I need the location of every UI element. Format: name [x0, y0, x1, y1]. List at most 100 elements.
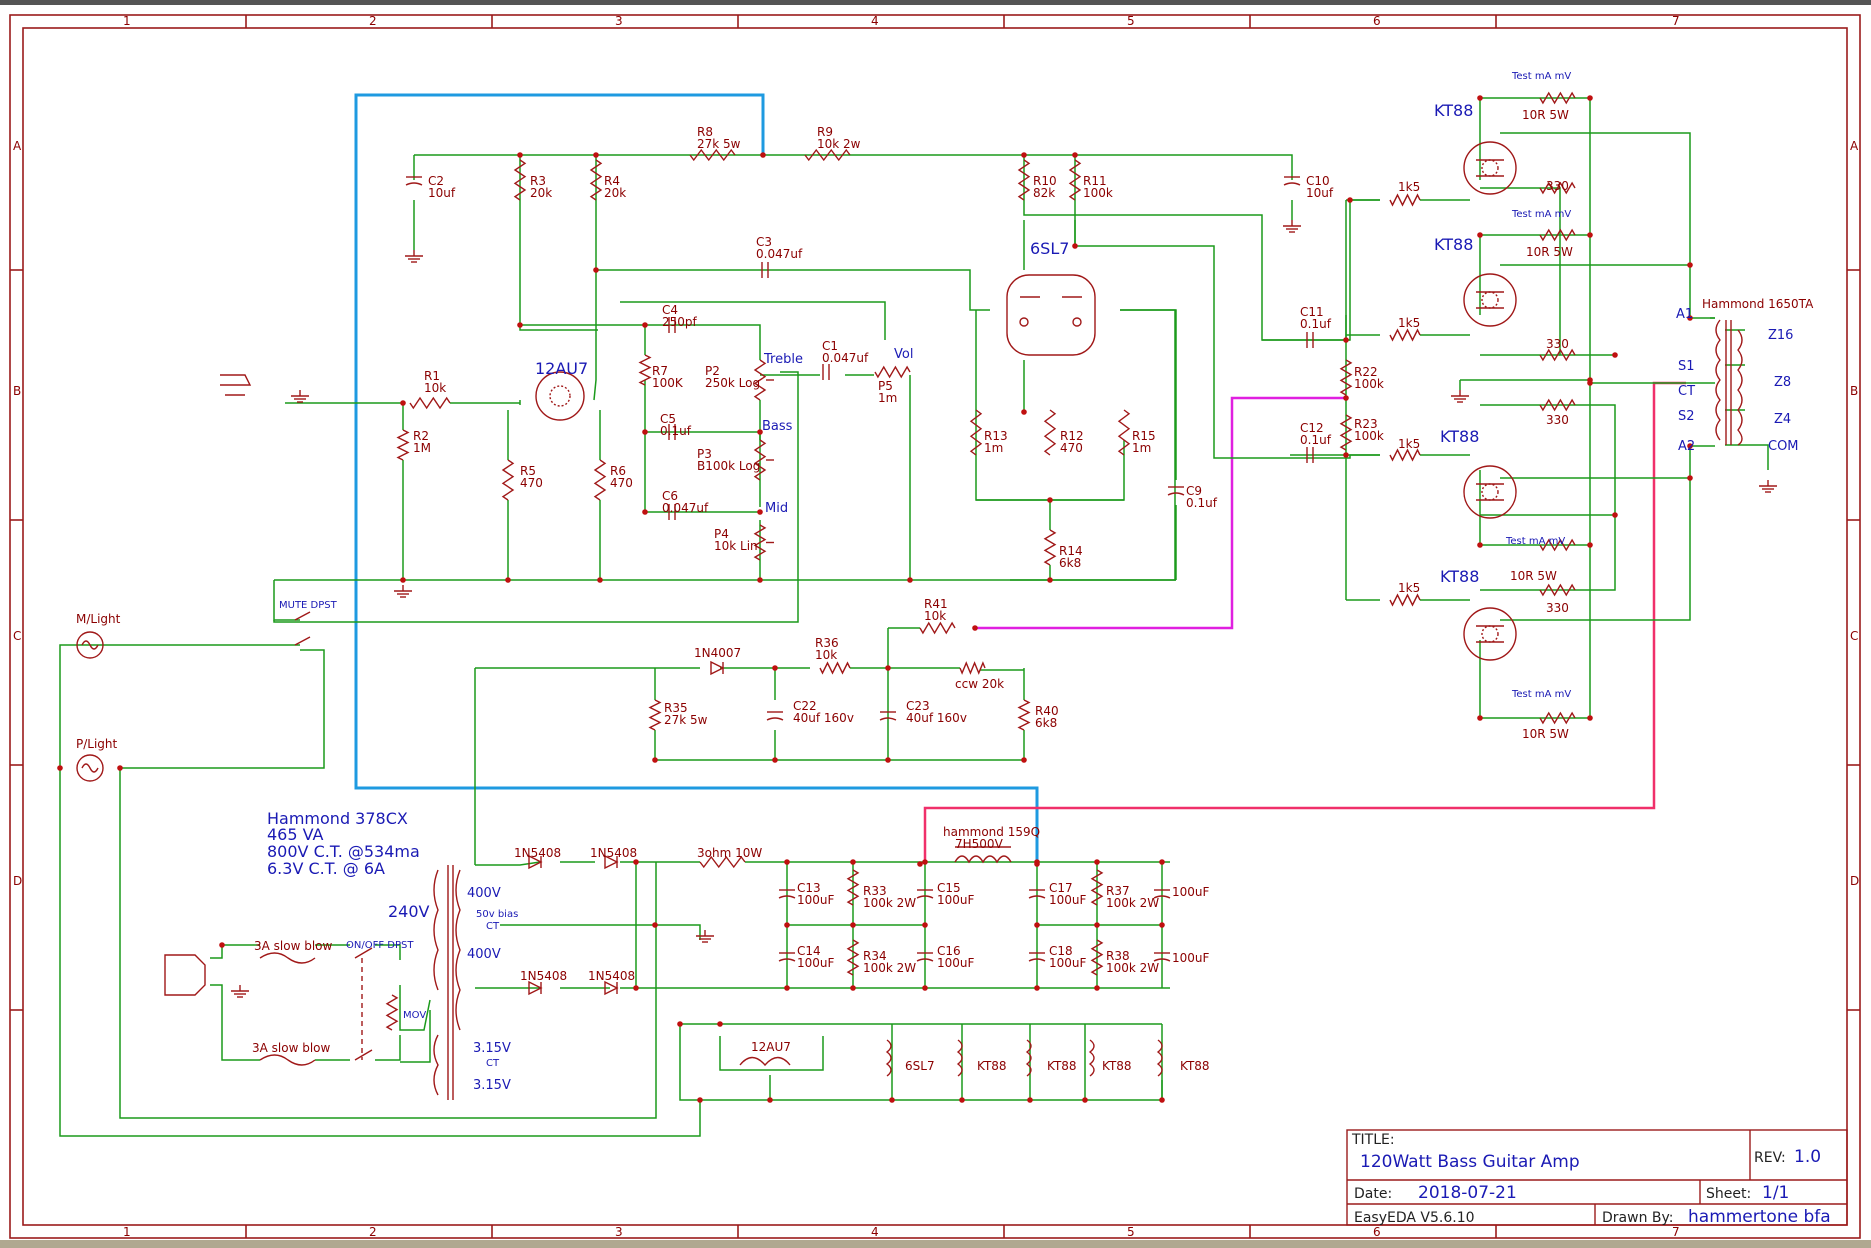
ot-com: COM	[1768, 439, 1799, 454]
mute-switch	[294, 636, 311, 646]
grid-row-left: A	[13, 139, 22, 153]
vol-label: Vol	[894, 347, 913, 362]
window-top-edge	[0, 0, 1871, 5]
junction-dot	[885, 665, 891, 671]
C11-ref: C11	[1300, 305, 1324, 319]
R37-resistor	[1090, 869, 1104, 906]
ot-z8: Z8	[1774, 375, 1791, 390]
junction-dot	[1094, 985, 1100, 991]
junction-dot	[1034, 985, 1040, 991]
junction-dot	[1587, 715, 1593, 721]
C16-capacitor	[916, 958, 934, 962]
6SL7-label: 6SL7	[1030, 239, 1069, 258]
grid-row-right: D	[1850, 874, 1859, 888]
grid-col-bottom: 5	[1127, 1225, 1135, 1239]
R8-ref: R8	[697, 125, 713, 139]
fuse1-label: 3A slow blow	[254, 939, 333, 953]
C15-capacitor	[916, 895, 934, 899]
C17-ref: C17	[1049, 881, 1073, 895]
C14-value: 100uF	[797, 956, 835, 970]
D4-label: 1N5408	[520, 969, 567, 983]
R3-ref: R3	[530, 174, 546, 188]
R41-ref: R41	[924, 597, 948, 611]
KT88-label: KT88	[1434, 101, 1473, 120]
R34-ref: R34	[863, 949, 887, 963]
P2-ref: P2	[705, 364, 720, 378]
Rg3-label: 1k5	[1398, 437, 1420, 451]
components	[76, 91, 1777, 1100]
choke-name: hammond 159Q	[943, 825, 1040, 839]
junction-dot	[1159, 922, 1165, 928]
junction-dot	[1343, 337, 1349, 343]
ccw-pot-value: ccw 20k	[955, 677, 1004, 691]
R13-resistor	[969, 409, 983, 456]
junction-dot	[1094, 922, 1100, 928]
C4-value: 250pf	[662, 315, 698, 329]
ot-s1: S1	[1678, 359, 1695, 374]
fuse2-label: 3A slow blow	[252, 1041, 331, 1055]
C17-capacitor	[1028, 895, 1046, 899]
grid-col-top: 2	[369, 14, 377, 28]
heater-KT88-1: KT88	[977, 1059, 1007, 1073]
R10-resistor	[1017, 159, 1031, 201]
D3-label: 1N5408	[590, 846, 637, 860]
p-light-label: P/Light	[76, 737, 118, 751]
heater-KT88-2: KT88	[1047, 1059, 1077, 1073]
title-block: TITLE: 120Watt Bass Guitar Amp REV: 1.0 …	[1346, 1129, 1848, 1227]
heater	[956, 1039, 963, 1077]
choke-value: 7H500V	[955, 837, 1004, 851]
drawn-by-label: Drawn By:	[1602, 1210, 1673, 1226]
junction-dot	[922, 985, 928, 991]
junction-dot	[57, 765, 63, 771]
R5-value: 470	[520, 476, 543, 490]
junction-dot	[1072, 152, 1078, 158]
R33-resistor	[846, 869, 860, 906]
junction-dot	[652, 757, 658, 763]
junction-dot	[1027, 1097, 1033, 1103]
R2-value: 1M	[413, 441, 431, 455]
grid-col-bottom: 7	[1672, 1225, 1680, 1239]
R38-value: 100k 2W	[1106, 961, 1159, 975]
junction-dot	[1347, 197, 1353, 203]
power-tube	[1463, 273, 1517, 327]
junction-dot	[757, 577, 763, 583]
R9-resistor	[804, 148, 851, 162]
P3-ref: P3	[697, 447, 712, 461]
R1-value: 10k	[424, 381, 446, 395]
R9-value: 10k 2w	[817, 137, 861, 151]
lamp	[76, 754, 104, 782]
tap-315-b: 3.15V	[473, 1078, 511, 1093]
C5-value: 0.1uf	[660, 424, 692, 438]
junction-dot	[633, 985, 639, 991]
junction-dot	[117, 765, 123, 771]
R37-value: 100k 2W	[1106, 896, 1159, 910]
transformer-hv: 800V C.T. @534ma	[267, 842, 420, 861]
junction-dot	[642, 509, 648, 515]
C19-value: 100uF	[1172, 885, 1210, 899]
junction-dot	[757, 509, 763, 515]
R1-resistor	[409, 396, 451, 410]
output-transformer-primary	[1715, 319, 1721, 441]
Rt4-label: 10R 5W	[1522, 727, 1569, 741]
power-tube	[1463, 465, 1517, 519]
1N5408-diode-2	[604, 854, 619, 870]
grid-col-top: 3	[615, 14, 623, 28]
heater-KT88-3: KT88	[1102, 1059, 1132, 1073]
1N5408-diode-4	[604, 980, 619, 996]
C10-value: 10uf	[1306, 186, 1334, 200]
C10-ref: C10	[1306, 174, 1330, 188]
junction-dot	[922, 859, 928, 865]
junction-dot	[760, 152, 766, 158]
D2-label: 1N5408	[514, 846, 561, 860]
Rt3-label: 10R 5W	[1510, 569, 1557, 583]
R11-ref: R11	[1083, 174, 1107, 188]
R7-resistor	[638, 354, 652, 386]
grid-col-top: 6	[1373, 14, 1381, 28]
heater	[1156, 1039, 1163, 1077]
grid-row-left: B	[13, 384, 21, 398]
junction-dot	[505, 577, 511, 583]
grid-row-left: C	[13, 629, 21, 643]
junction-dot	[784, 922, 790, 928]
